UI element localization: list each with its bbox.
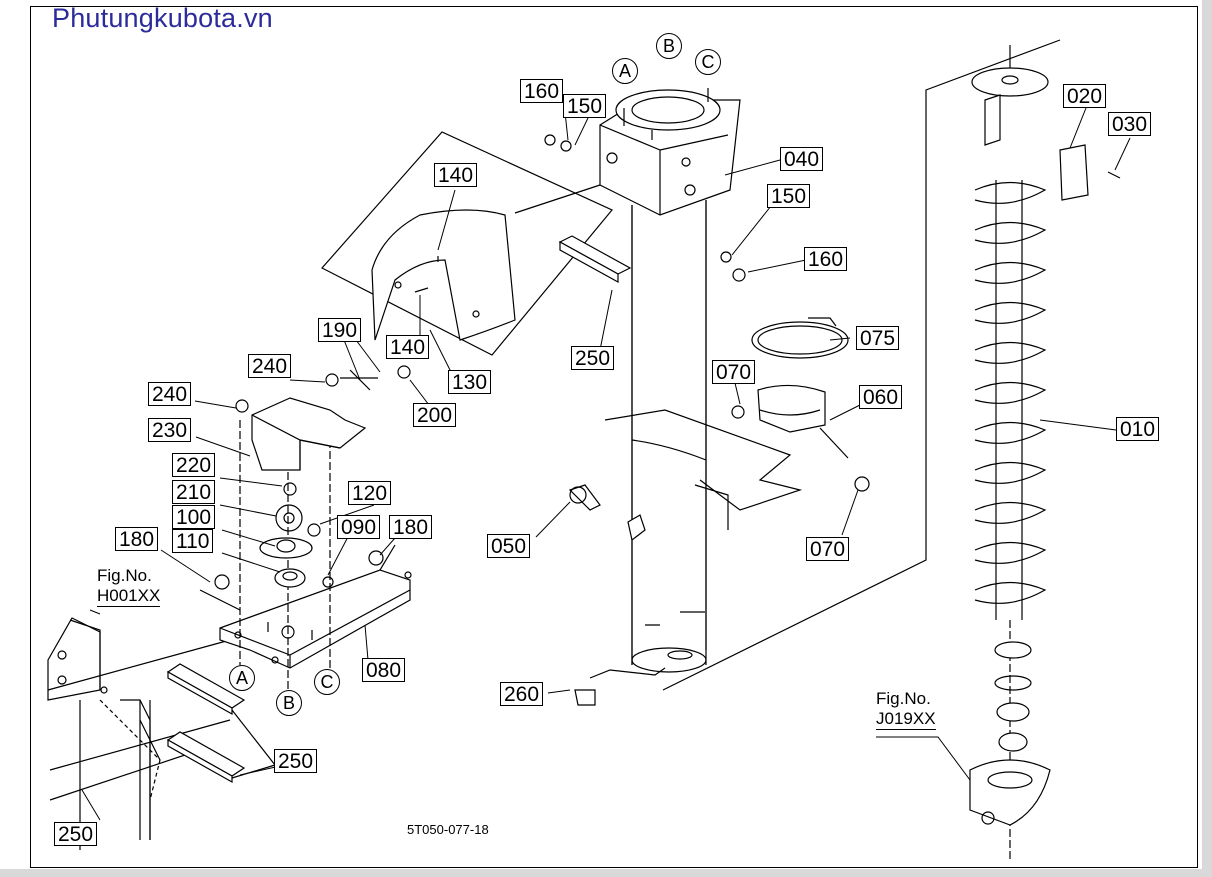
part-label-150-right: 150 <box>767 184 811 208</box>
part-label-120: 120 <box>348 481 392 505</box>
page-edge-bottom <box>0 869 1212 877</box>
part-label-060: 060 <box>859 385 903 409</box>
part-label-230: 230 <box>148 418 192 442</box>
ref-circle-b-top: B <box>656 33 682 59</box>
part-label-260: 260 <box>500 682 544 706</box>
auger-tube-assembly <box>514 39 1061 706</box>
page-edge-right <box>1202 0 1212 877</box>
ref-circle-a-top: A <box>612 58 638 84</box>
part-label-075: 075 <box>856 326 900 350</box>
part-label-250-center: 250 <box>571 346 615 370</box>
part-label-030: 030 <box>1108 112 1152 136</box>
brand-watermark: Phutungkubota.vn <box>52 3 273 33</box>
drawing-frame <box>30 6 1198 868</box>
cover-assembly <box>321 131 613 356</box>
part-label-020: 020 <box>1063 84 1107 108</box>
part-label-150-top: 150 <box>563 94 607 118</box>
fig-ref-j019xx-label: Fig.No. <box>876 689 931 708</box>
ref-circle-c-top: C <box>695 49 721 75</box>
fig-ref-h001xx: Fig.No. H001XX <box>97 566 161 607</box>
part-label-180-right: 180 <box>389 515 433 539</box>
fig-ref-j019xx-code: J019XX <box>876 709 936 730</box>
part-label-140-bottom: 140 <box>386 335 430 359</box>
auger-screw <box>969 45 1121 860</box>
part-label-050: 050 <box>487 534 531 558</box>
left-frame-assembly <box>47 365 412 850</box>
fig-ref-h001xx-label: Fig.No. <box>97 566 152 585</box>
part-label-080: 080 <box>362 658 406 682</box>
part-label-040: 040 <box>780 147 824 171</box>
part-label-250-left: 250 <box>54 822 98 846</box>
part-label-180-left: 180 <box>115 527 159 551</box>
part-label-070-bottom: 070 <box>806 537 850 561</box>
ref-circle-c-bottom: C <box>314 669 340 695</box>
drawing-number: 5T050-077-18 <box>407 822 489 837</box>
ref-circle-a-bottom: A <box>229 665 255 691</box>
part-label-100: 100 <box>172 505 216 529</box>
part-label-250-right: 250 <box>274 749 318 773</box>
fig-ref-j019xx: Fig.No. J019XX <box>876 689 936 730</box>
ref-circle-b-bottom: B <box>276 690 302 716</box>
part-label-240-left: 240 <box>148 382 192 406</box>
fig-ref-h001xx-code: H001XX <box>97 586 161 607</box>
part-label-070-top: 070 <box>712 360 756 384</box>
part-label-110: 110 <box>172 529 214 553</box>
part-label-190: 190 <box>318 318 362 342</box>
part-label-220: 220 <box>172 453 216 477</box>
part-label-210: 210 <box>172 480 216 504</box>
leader-lines <box>81 107 1131 821</box>
part-label-240-top: 240 <box>248 354 292 378</box>
part-label-200: 200 <box>413 403 457 427</box>
part-label-160-top: 160 <box>520 79 564 103</box>
part-label-090: 090 <box>337 515 381 539</box>
part-label-130: 130 <box>448 370 492 394</box>
part-label-160-right: 160 <box>804 247 848 271</box>
part-label-140-top: 140 <box>434 163 478 187</box>
part-label-010: 010 <box>1116 417 1160 441</box>
